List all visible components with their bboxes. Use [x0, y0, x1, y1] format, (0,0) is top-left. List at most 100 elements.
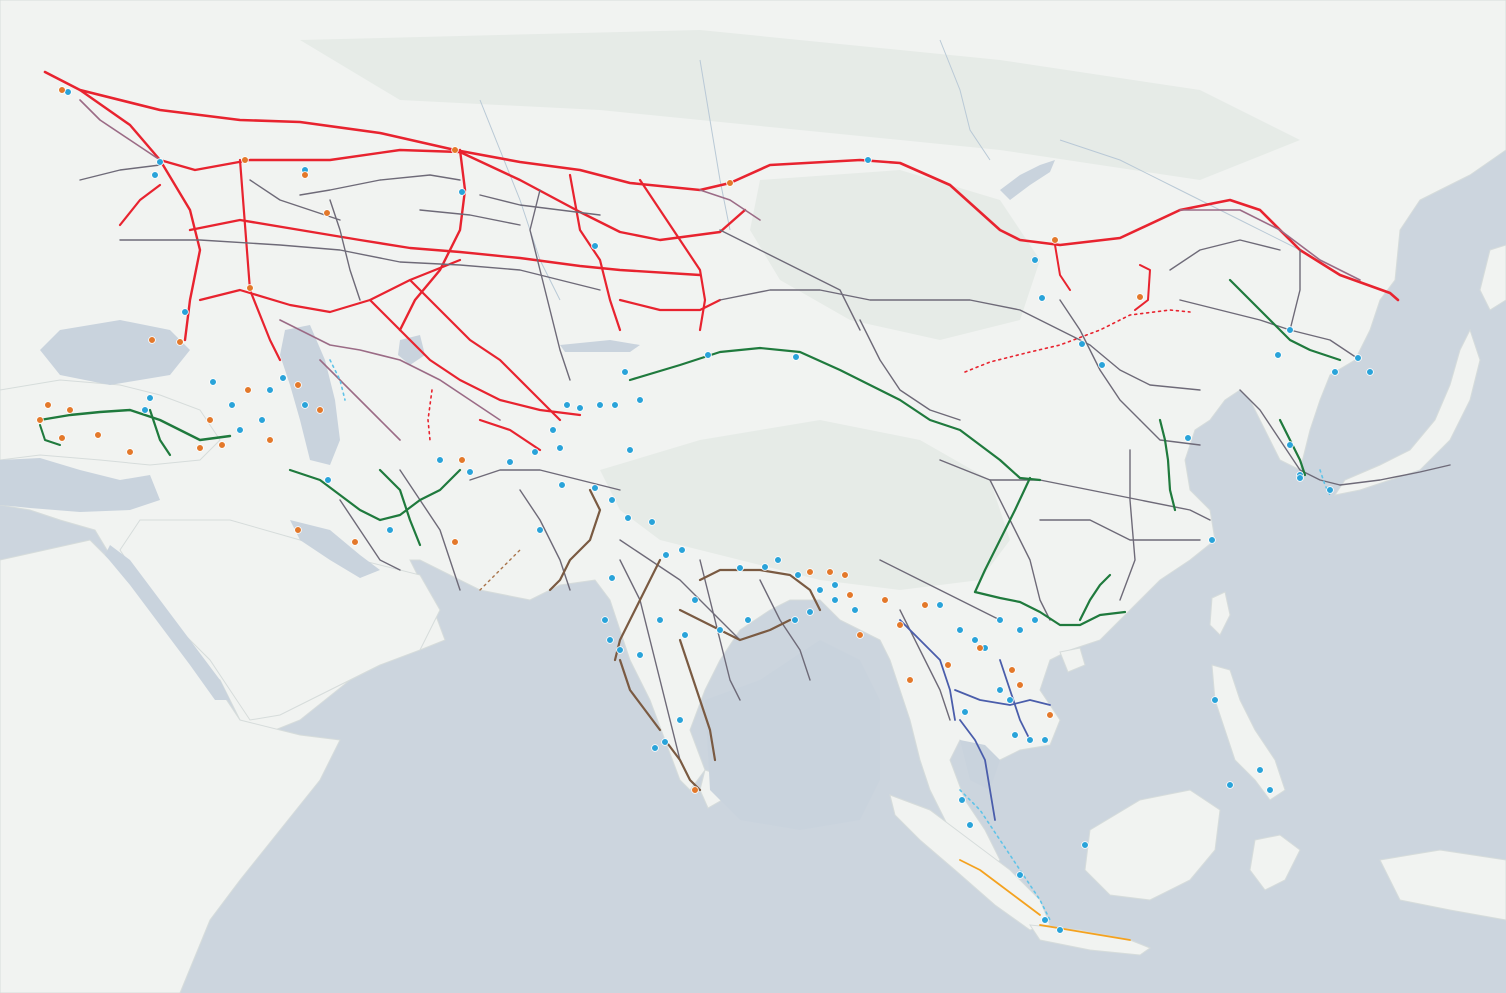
station-blue[interactable] — [678, 546, 686, 554]
rail-line-green[interactable] — [1078, 573, 1112, 622]
station-blue[interactable] — [1366, 368, 1374, 376]
station-orange[interactable] — [176, 338, 184, 346]
station-blue[interactable] — [1026, 736, 1034, 744]
station-blue[interactable] — [1016, 626, 1024, 634]
station-orange[interactable] — [806, 568, 814, 576]
station-blue[interactable] — [831, 581, 839, 589]
station-orange[interactable] — [944, 661, 952, 669]
station-orange[interactable] — [294, 381, 302, 389]
station-orange[interactable] — [196, 444, 204, 452]
rail-line-grey[interactable] — [519, 489, 571, 591]
rail-line-red[interactable] — [238, 158, 282, 362]
station-blue[interactable] — [1016, 871, 1024, 879]
station-blue[interactable] — [661, 738, 669, 746]
rail-line-mauve[interactable] — [79, 99, 161, 161]
rail-line-red[interactable] — [1134, 264, 1151, 311]
rail-line-grey[interactable] — [1039, 519, 1201, 541]
station-blue[interactable] — [141, 406, 149, 414]
station-blue[interactable] — [961, 708, 969, 716]
rail-line-grey[interactable] — [989, 479, 1051, 621]
rail-line-orange[interactable] — [959, 859, 1041, 916]
station-orange[interactable] — [1046, 711, 1054, 719]
rail-line-green[interactable] — [628, 346, 1042, 482]
rail-line-grey[interactable] — [299, 174, 461, 196]
station-blue[interactable] — [831, 596, 839, 604]
station-blue[interactable] — [996, 686, 1004, 694]
station-blue[interactable] — [636, 396, 644, 404]
station-blue[interactable] — [624, 514, 632, 522]
station-orange[interactable] — [58, 86, 66, 94]
station-blue[interactable] — [436, 456, 444, 464]
station-orange[interactable] — [896, 621, 904, 629]
rail-line-grey[interactable] — [469, 469, 621, 491]
station-blue[interactable] — [1184, 434, 1192, 442]
station-orange[interactable] — [148, 336, 156, 344]
station-blue[interactable] — [279, 374, 287, 382]
station-blue[interactable] — [626, 446, 634, 454]
station-blue[interactable] — [1031, 616, 1039, 624]
rail-line-grey[interactable] — [529, 189, 571, 381]
station-blue[interactable] — [691, 596, 699, 604]
station-blue[interactable] — [996, 616, 1004, 624]
rail-line-grey[interactable] — [719, 289, 1201, 391]
station-orange[interactable] — [58, 434, 66, 442]
station-blue[interactable] — [1081, 841, 1089, 849]
station-orange[interactable] — [323, 209, 331, 217]
station-blue[interactable] — [816, 586, 824, 594]
station-blue[interactable] — [936, 601, 944, 609]
station-blue[interactable] — [591, 242, 599, 250]
station-blue[interactable] — [151, 171, 159, 179]
station-blue[interactable] — [1226, 781, 1234, 789]
station-orange[interactable] — [126, 448, 134, 456]
rail-line-blue[interactable] — [999, 659, 1031, 741]
rail-line-grey[interactable] — [699, 559, 741, 701]
rail-line-grey[interactable] — [1059, 299, 1141, 421]
rail-line-cyan-planned[interactable] — [329, 359, 346, 401]
station-blue[interactable] — [596, 401, 604, 409]
station-blue[interactable] — [1296, 474, 1304, 482]
station-blue[interactable] — [1098, 361, 1106, 369]
rail-line-blue[interactable] — [959, 719, 996, 821]
rail-line-green[interactable] — [38, 408, 232, 442]
station-blue[interactable] — [971, 636, 979, 644]
station-orange[interactable] — [44, 401, 52, 409]
station-orange[interactable] — [1008, 666, 1016, 674]
station-blue[interactable] — [558, 481, 566, 489]
station-blue[interactable] — [531, 448, 539, 456]
rail-line-brown[interactable] — [548, 488, 602, 592]
rail-line-grey[interactable] — [339, 499, 401, 571]
rail-line-green[interactable] — [1228, 278, 1342, 362]
station-blue[interactable] — [1286, 326, 1294, 334]
rail-line-grey[interactable] — [719, 229, 861, 331]
station-blue[interactable] — [608, 574, 616, 582]
station-blue[interactable] — [792, 353, 800, 361]
station-blue[interactable] — [956, 626, 964, 634]
rail-line-green[interactable] — [1278, 418, 1307, 477]
rail-line-grey[interactable] — [1169, 239, 1281, 271]
rail-line-brown[interactable] — [613, 558, 662, 662]
station-blue[interactable] — [1041, 916, 1049, 924]
station-orange[interactable] — [246, 284, 254, 292]
station-blue[interactable] — [806, 608, 814, 616]
station-blue[interactable] — [966, 821, 974, 829]
station-blue[interactable] — [744, 616, 752, 624]
station-orange[interactable] — [351, 538, 359, 546]
station-blue[interactable] — [506, 458, 514, 466]
station-blue[interactable] — [851, 606, 859, 614]
station-orange[interactable] — [316, 406, 324, 414]
station-orange[interactable] — [976, 644, 984, 652]
rail-line-red-planned[interactable] — [427, 389, 433, 441]
station-blue[interactable] — [676, 716, 684, 724]
station-orange[interactable] — [244, 386, 252, 394]
station-blue[interactable] — [606, 636, 614, 644]
rail-line-grey[interactable] — [119, 239, 601, 291]
rail-line-grey[interactable] — [1289, 249, 1301, 331]
rail-line-grey[interactable] — [619, 539, 741, 641]
station-blue[interactable] — [236, 426, 244, 434]
station-orange[interactable] — [906, 676, 914, 684]
rail-line-red[interactable] — [43, 70, 1400, 302]
station-blue[interactable] — [621, 368, 629, 376]
station-blue[interactable] — [611, 401, 619, 409]
